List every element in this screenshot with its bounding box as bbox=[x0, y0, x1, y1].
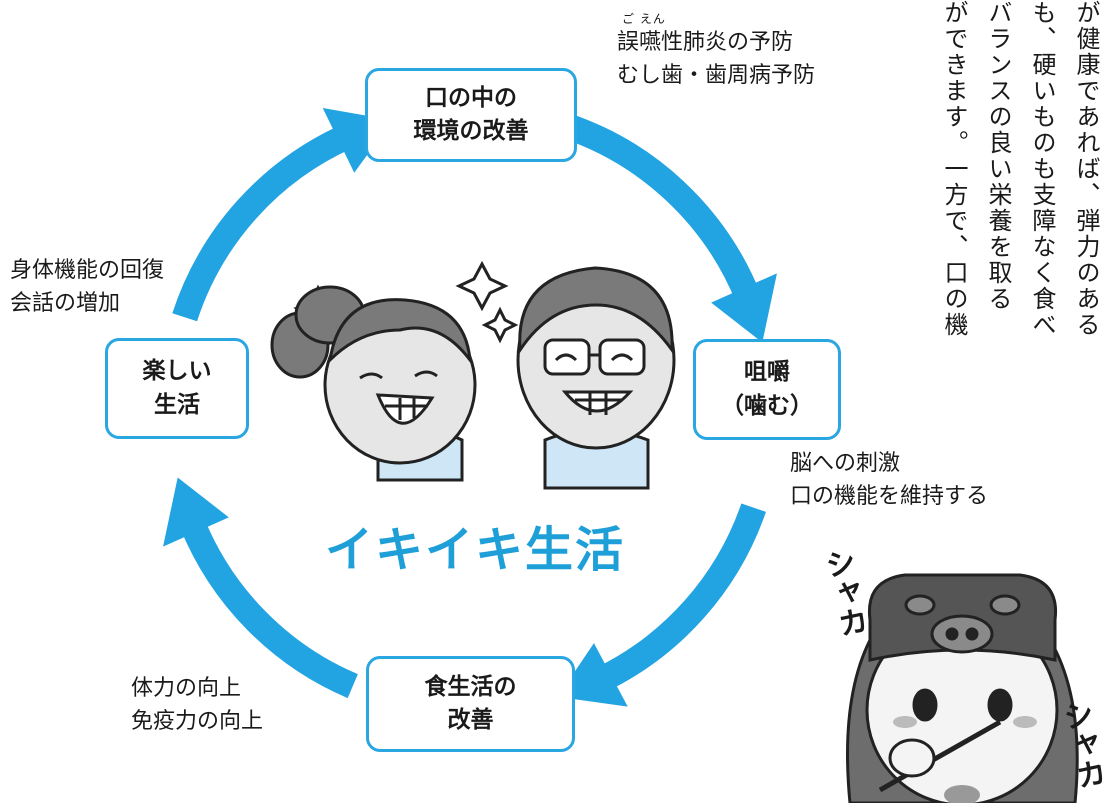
note-left-line2: 会話の増加 bbox=[10, 291, 121, 316]
note-left-line1: 身体機能の回復 bbox=[10, 258, 165, 283]
arrow-top-to-right-head bbox=[711, 273, 777, 343]
arrow-right-to-bottom bbox=[595, 503, 766, 692]
arrow-top-to-right bbox=[558, 112, 761, 303]
node-chewing-line1: 咀嚼 bbox=[744, 359, 790, 386]
smiling-woman-illustration bbox=[270, 285, 477, 482]
vertical-text-column: バランスの良い栄養を取る bbox=[984, 0, 1012, 312]
node-diet-improvement-line1: 食生活の bbox=[424, 673, 517, 700]
note-right-line2: 口の機能を維持する bbox=[790, 484, 989, 509]
node-diet-improvement-line2: 改善 bbox=[447, 707, 494, 733]
note-bottom-left: 体力の向上 免疫力の向上 bbox=[131, 672, 263, 738]
node-oral-environment: 口の中の 環境の改善 bbox=[365, 68, 577, 162]
cycle-arrows bbox=[172, 112, 766, 699]
center-title: イキイキ生活 bbox=[324, 522, 625, 578]
vertical-text-column: が健康であれば、弾力のある bbox=[1072, 0, 1100, 338]
node-chewing-line2: （噛む） bbox=[721, 392, 813, 419]
node-oral-environment-line2: 環境の改善 bbox=[413, 118, 529, 144]
note-ruby: ご えん bbox=[622, 12, 666, 26]
note-right: 脳への刺激 口の機能を維持する bbox=[790, 447, 988, 513]
arrow-bottom-to-left bbox=[179, 517, 358, 699]
vertical-text-column: ができます。一方で、口の機 bbox=[940, 0, 968, 338]
node-oral-environment-line1: 口の中の bbox=[425, 84, 517, 111]
note-left: 身体機能の回復 会話の増加 bbox=[10, 254, 164, 320]
note-bottom-left-line2: 免疫力の向上 bbox=[131, 709, 264, 734]
vertical-text-column: も、硬いものも支障なく食べ bbox=[1028, 0, 1056, 338]
note-top-right: 誤嚥性肺炎の予防 むし歯・歯周病予防 bbox=[617, 26, 815, 92]
smiling-man-illustration bbox=[516, 266, 676, 490]
node-enjoyable-life-line1: 楽しい bbox=[142, 358, 212, 385]
arrow-bottom-to-left-head bbox=[163, 477, 229, 547]
sparkle-icon bbox=[481, 306, 519, 344]
shisa-mascot-illustration bbox=[846, 573, 1079, 803]
node-diet-improvement: 食生活の 改善 bbox=[366, 656, 575, 752]
node-enjoyable-life-line2: 生活 bbox=[154, 391, 200, 418]
note-top-right-line1: 誤嚥性肺炎の予防 bbox=[617, 30, 794, 55]
note-top-right-line2: むし歯・歯周病予防 bbox=[617, 63, 816, 88]
node-chewing: 咀嚼 （噛む） bbox=[693, 339, 841, 440]
arrow-left-to-top bbox=[172, 124, 354, 322]
note-right-line1: 脳への刺激 bbox=[790, 451, 901, 476]
note-bottom-left-line1: 体力の向上 bbox=[131, 676, 242, 701]
sparkle-icon bbox=[455, 260, 509, 312]
node-enjoyable-life: 楽しい 生活 bbox=[105, 338, 249, 439]
arrow-right-to-bottom-head bbox=[557, 643, 628, 707]
